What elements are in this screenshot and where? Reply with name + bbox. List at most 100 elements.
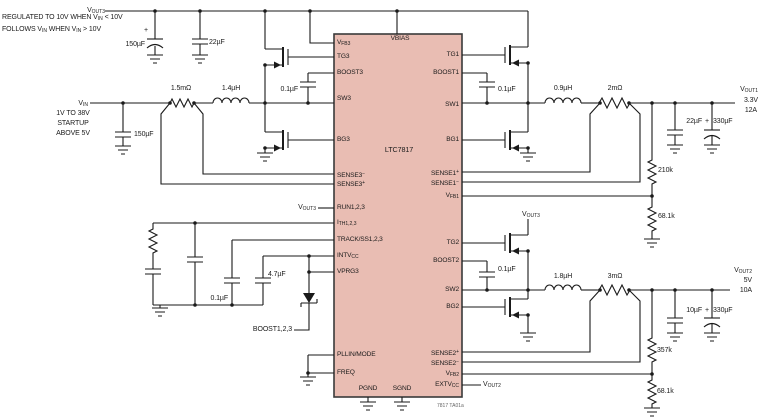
ground-icon-sgnd [393,401,411,411]
resistor-3mohm [597,283,632,297]
ground-icon [151,307,169,317]
pin-sense1-plus: SENSE1+ [430,169,459,177]
pin-sense2-plus: SENSE2+ [430,349,459,357]
pin-vfb2: VFB2 [445,370,459,378]
pin-intvcc: INTVCC [337,252,359,260]
sense1-minus-wire [462,102,641,183]
vout2-voltage-label: 5V [743,277,752,284]
sense2-plus-wire [462,289,601,353]
ic-body [333,33,463,398]
cap-150uf-vin-label: 150µF [134,131,154,138]
plus-sign-330uf-out1: + [705,118,709,125]
resistor-68.1k-ch1-label: 68.1k [658,213,675,220]
pin-boost1: BOOST1 [433,69,459,76]
channel1-section [462,11,735,248]
pin-pllin-mode: PLLIN/MODE [337,351,376,358]
channel2-section [462,219,730,417]
pin-sgnd: SGND [392,385,412,392]
junction-dots [121,9,714,376]
cap-boost2-label: 0.1µF [498,266,516,273]
mosfet-tg3 [264,46,289,70]
resistor-357k-label: 357k [657,347,672,354]
pin-bg1: BG1 [446,136,459,143]
cap-trackss-label: 0.1µF [210,295,228,302]
pin-boost2: BOOST2 [433,257,459,264]
resistor-2mohm-label: 2mΩ [607,85,623,92]
note-line-2: FOLLOWS VIN WHEN VIN > 10V [2,26,102,34]
resistor-68.1k-ch2 [647,377,657,409]
pin-sw1: SW1 [445,101,459,108]
capacitor-trackss [223,277,241,284]
pin-run123: RUN1,2,3 [337,204,365,211]
ground-icon [519,152,537,162]
control-section [144,207,411,411]
pin-sense2-minus: SENSE2− [430,359,459,367]
capacitor-ith-series [144,268,162,275]
resistor-68.1k-ch1 [647,204,657,236]
vin-label: VIN [78,100,88,108]
capacitor-boost3 [299,81,317,88]
resistor-210k-label: 210k [658,167,673,174]
ground-icon [114,145,132,155]
pin-vbias: VBIAS [390,35,410,42]
mosfet-bg1 [504,129,529,153]
vin-startup-label: STARTUP [57,120,89,127]
run-vout3-label: VOUT3 [298,204,316,212]
ground-icon [643,407,661,417]
resistor-68.1k-ch2-label: 68.1k [657,388,674,395]
vin-range-label: 1V TO 38V [56,110,90,117]
vout3-rail [105,10,528,64]
inductor-1.8uH [544,284,582,291]
plus-sign-330uf-out2: + [705,307,709,314]
vout2-label: VOUT2 [734,267,752,275]
ground-icon [146,54,164,64]
cap-330uf-out1-label: 330µF [713,118,733,125]
pin-sw2: SW2 [445,286,459,293]
pin-vprg3: VPRG3 [337,268,359,275]
ground-icon [643,238,661,248]
vin-above-label: ABOVE 5V [56,130,90,137]
cap-intvcc-label: 4.7µF [268,271,286,278]
cap-330uf-out2-label: 330µF [713,307,733,314]
ground-icon [666,332,684,342]
vout3-top-label: VOUT3 [87,7,105,15]
inductor-1.4uH [212,97,250,104]
pin-sense3-plus: SENSE3+ [337,180,366,188]
channel3-section [90,11,334,185]
ground-icon [519,332,537,342]
pin-sw3: SW3 [337,95,351,102]
mosfet-bg3 [264,129,289,153]
pin-tg3: TG3 [337,53,350,60]
pin-boost3: BOOST3 [337,69,363,76]
vout1-label: VOUT1 [740,86,758,94]
pin-tg2: TG2 [446,239,460,246]
ground-icon [191,54,209,64]
resistor-1.5mohm [168,97,196,109]
ground-icon [703,332,721,342]
capacitor-22uF-out1 [666,129,684,136]
pin-vfb3: VFB3 [337,39,351,47]
pin-bg3: BG3 [337,136,350,143]
resistor-ith [148,226,158,258]
resistor-3mohm-label: 3mΩ [607,273,623,280]
capacitor-boost1 [478,81,496,88]
pin-vfb1: VFB1 [445,192,459,200]
pin-sense1-minus: SENSE1− [430,179,459,187]
pin-freq: FREQ [337,369,355,376]
sense3-minus-wire [193,102,334,175]
cap-10uf-out2-label: 10µF [686,307,702,314]
capacitor-150uF-vin [114,131,132,138]
inductor-0.9uh-label: 0.9µH [553,85,573,92]
vout3-drain-label: VOUT3 [522,211,540,219]
cap-22uf-top-label: 22µF [209,39,225,46]
cap-boost1-label: 0.1µF [498,86,516,93]
pin-sense3-minus: SENSE3− [337,171,366,179]
pin-bg2: BG2 [446,303,459,310]
resistor-357k [647,335,657,367]
mosfet-tg2 [504,232,529,256]
pin-extvcc: EXTVCC [435,381,459,389]
note-line-1: REGULATED TO 10V WHEN VIN < 10V [2,14,123,22]
ground-icon [299,376,317,386]
